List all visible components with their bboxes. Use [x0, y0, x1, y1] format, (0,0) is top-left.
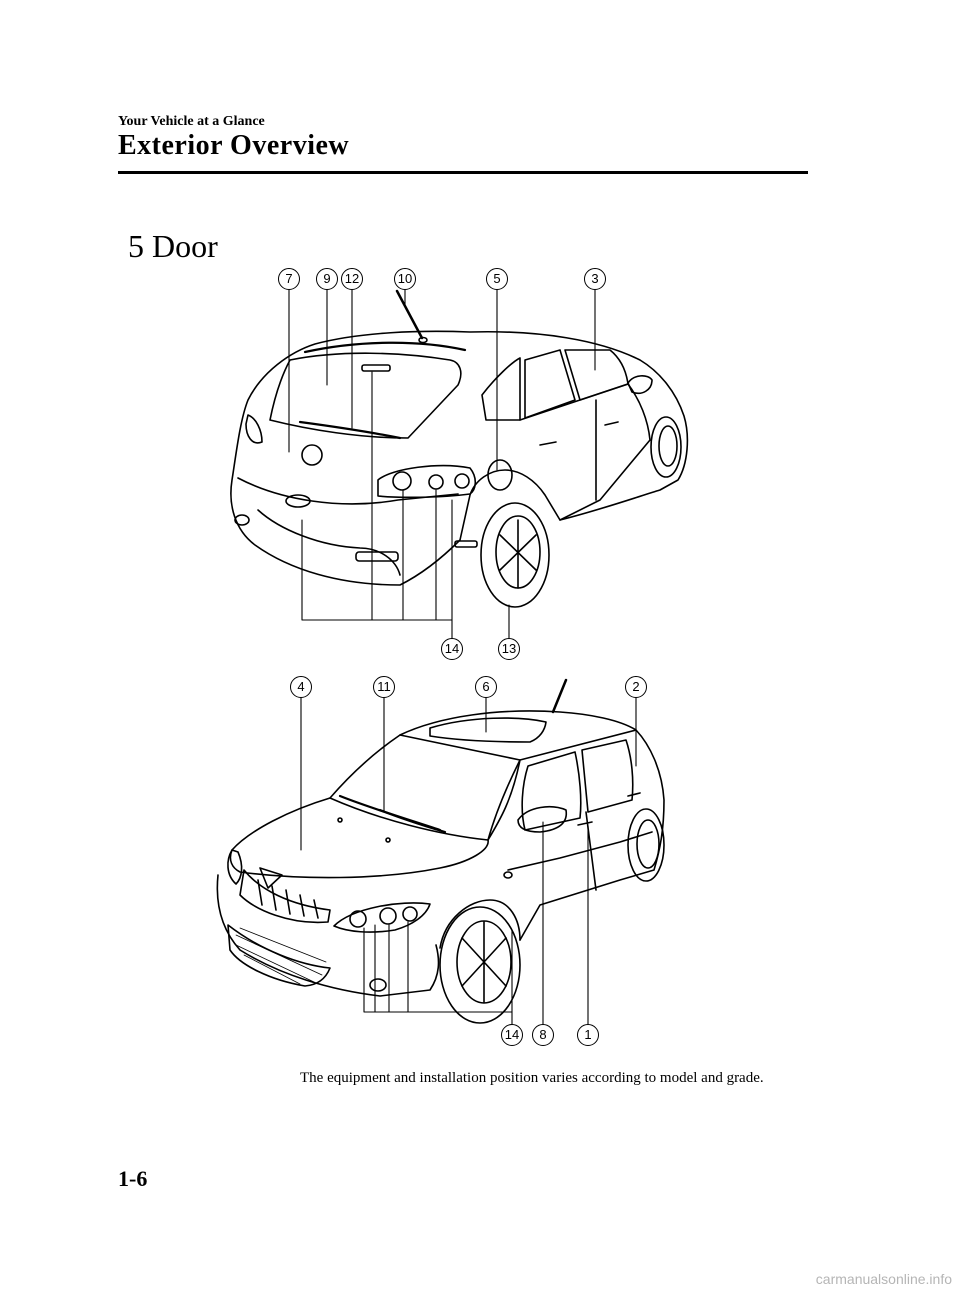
- callout-number: 4: [290, 676, 312, 698]
- callout-number: 2: [625, 676, 647, 698]
- callout-number: 11: [373, 676, 395, 698]
- page-title: Exterior Overview: [118, 130, 350, 161]
- callout-number: 14: [441, 638, 463, 660]
- callout-number: 3: [584, 268, 606, 290]
- watermark: carmanualsonline.info: [815, 1271, 952, 1287]
- section-label: Your Vehicle at a Glance: [118, 114, 265, 129]
- body-type-label: 5 Door: [128, 228, 218, 264]
- callout-number: 14: [501, 1024, 523, 1046]
- callout-number: 10: [394, 268, 416, 290]
- callout-number: 6: [475, 676, 497, 698]
- figure-caption: The equipment and installation position …: [300, 1070, 764, 1086]
- callout-number: 1: [577, 1024, 599, 1046]
- page-number: 1-6: [118, 1166, 148, 1191]
- callout-number: 12: [341, 268, 363, 290]
- callout-number: 5: [486, 268, 508, 290]
- callout-number: 9: [316, 268, 338, 290]
- callout-number: 7: [278, 268, 300, 290]
- title-rule: [118, 171, 808, 174]
- callout-number: 8: [532, 1024, 554, 1046]
- callout-number: 13: [498, 638, 520, 660]
